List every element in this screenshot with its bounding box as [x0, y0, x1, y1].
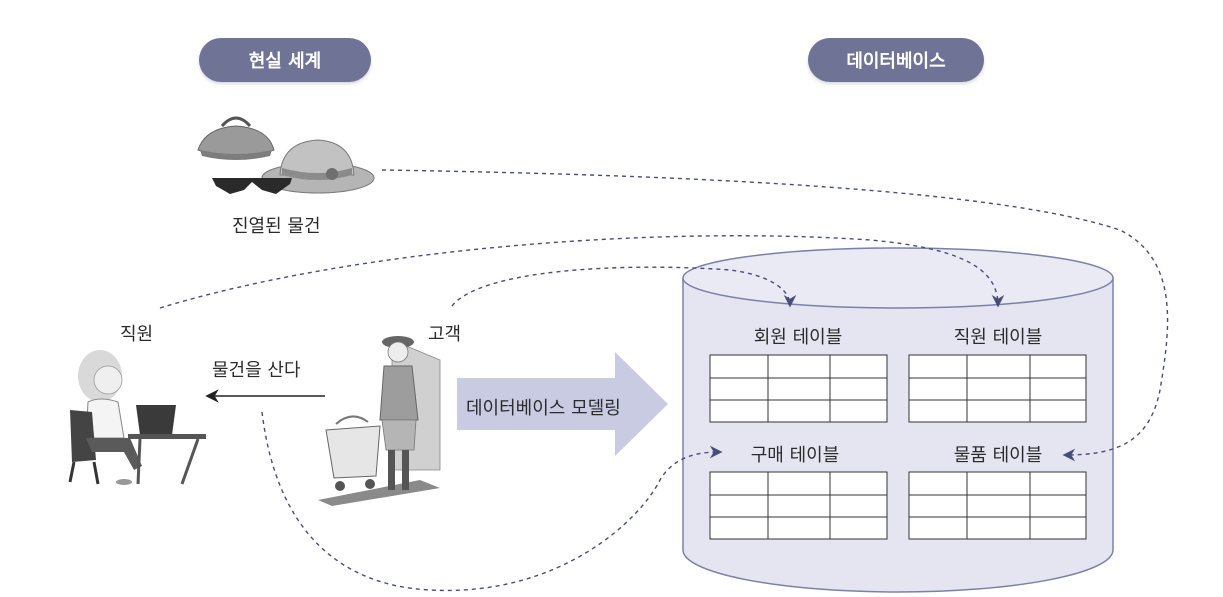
- table-title-product: 물품 테이블: [953, 445, 1043, 466]
- table-title-employee: 직원 테이블: [953, 327, 1043, 348]
- table-grid-purchase: [709, 471, 888, 540]
- purchase-to-purchase-table-line: [261, 411, 723, 592]
- database-header-label: 데이터베이스: [846, 51, 946, 72]
- real-world-header-label: 현실 세계: [248, 51, 322, 72]
- table-grid-member: [709, 354, 888, 423]
- table-title-purchase: 구매 테이블: [750, 445, 840, 466]
- database-header: 데이터베이스: [808, 38, 984, 82]
- goods-to-product-line: [381, 169, 1169, 462]
- customer-to-member-table-line: [451, 266, 797, 308]
- table-title-member: 회원 테이블: [753, 327, 843, 348]
- modeling-arrow-label: 데이터베이스 모델링: [466, 398, 621, 419]
- buy-action-label: 물건을 산다: [212, 360, 301, 381]
- real-world-header: 현실 세계: [199, 38, 371, 82]
- shopper-with-cart-illustration: [318, 336, 441, 506]
- table-grid-product: [908, 471, 1087, 540]
- woman-at-laptop-illustration: [68, 350, 206, 485]
- displayed-goods-label: 진열된 물건: [232, 216, 321, 237]
- customer-label: 고객: [428, 324, 462, 345]
- employee-label: 직원: [120, 324, 154, 345]
- modeling-arrow-shape: [457, 352, 668, 456]
- table-grid-employee: [908, 354, 1087, 423]
- handbag-hat-sunglasses-illustration: [197, 116, 375, 194]
